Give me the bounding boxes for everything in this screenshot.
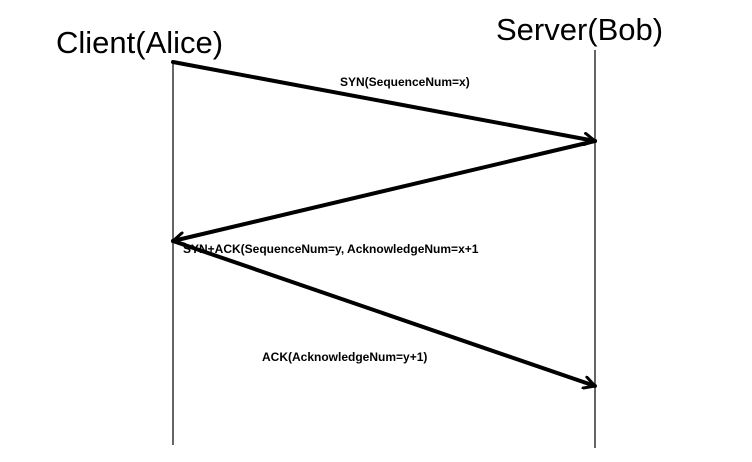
syn-arrow bbox=[171, 60, 597, 141]
client-actor-label: Client(Alice) bbox=[56, 25, 224, 60]
syn-message-label: SYN(SequenceNum=x) bbox=[340, 75, 470, 89]
ack-message-label: ACK(AcknowledgeNum=y+1) bbox=[262, 350, 428, 364]
syn-ack-arrow bbox=[171, 139, 597, 241]
syn-ack-message-label: SYN+ACK(SequenceNum=y, AcknowledgeNum=x+… bbox=[183, 242, 479, 256]
server-actor-label: Server(Bob) bbox=[496, 12, 664, 47]
ack-arrow bbox=[171, 239, 597, 386]
